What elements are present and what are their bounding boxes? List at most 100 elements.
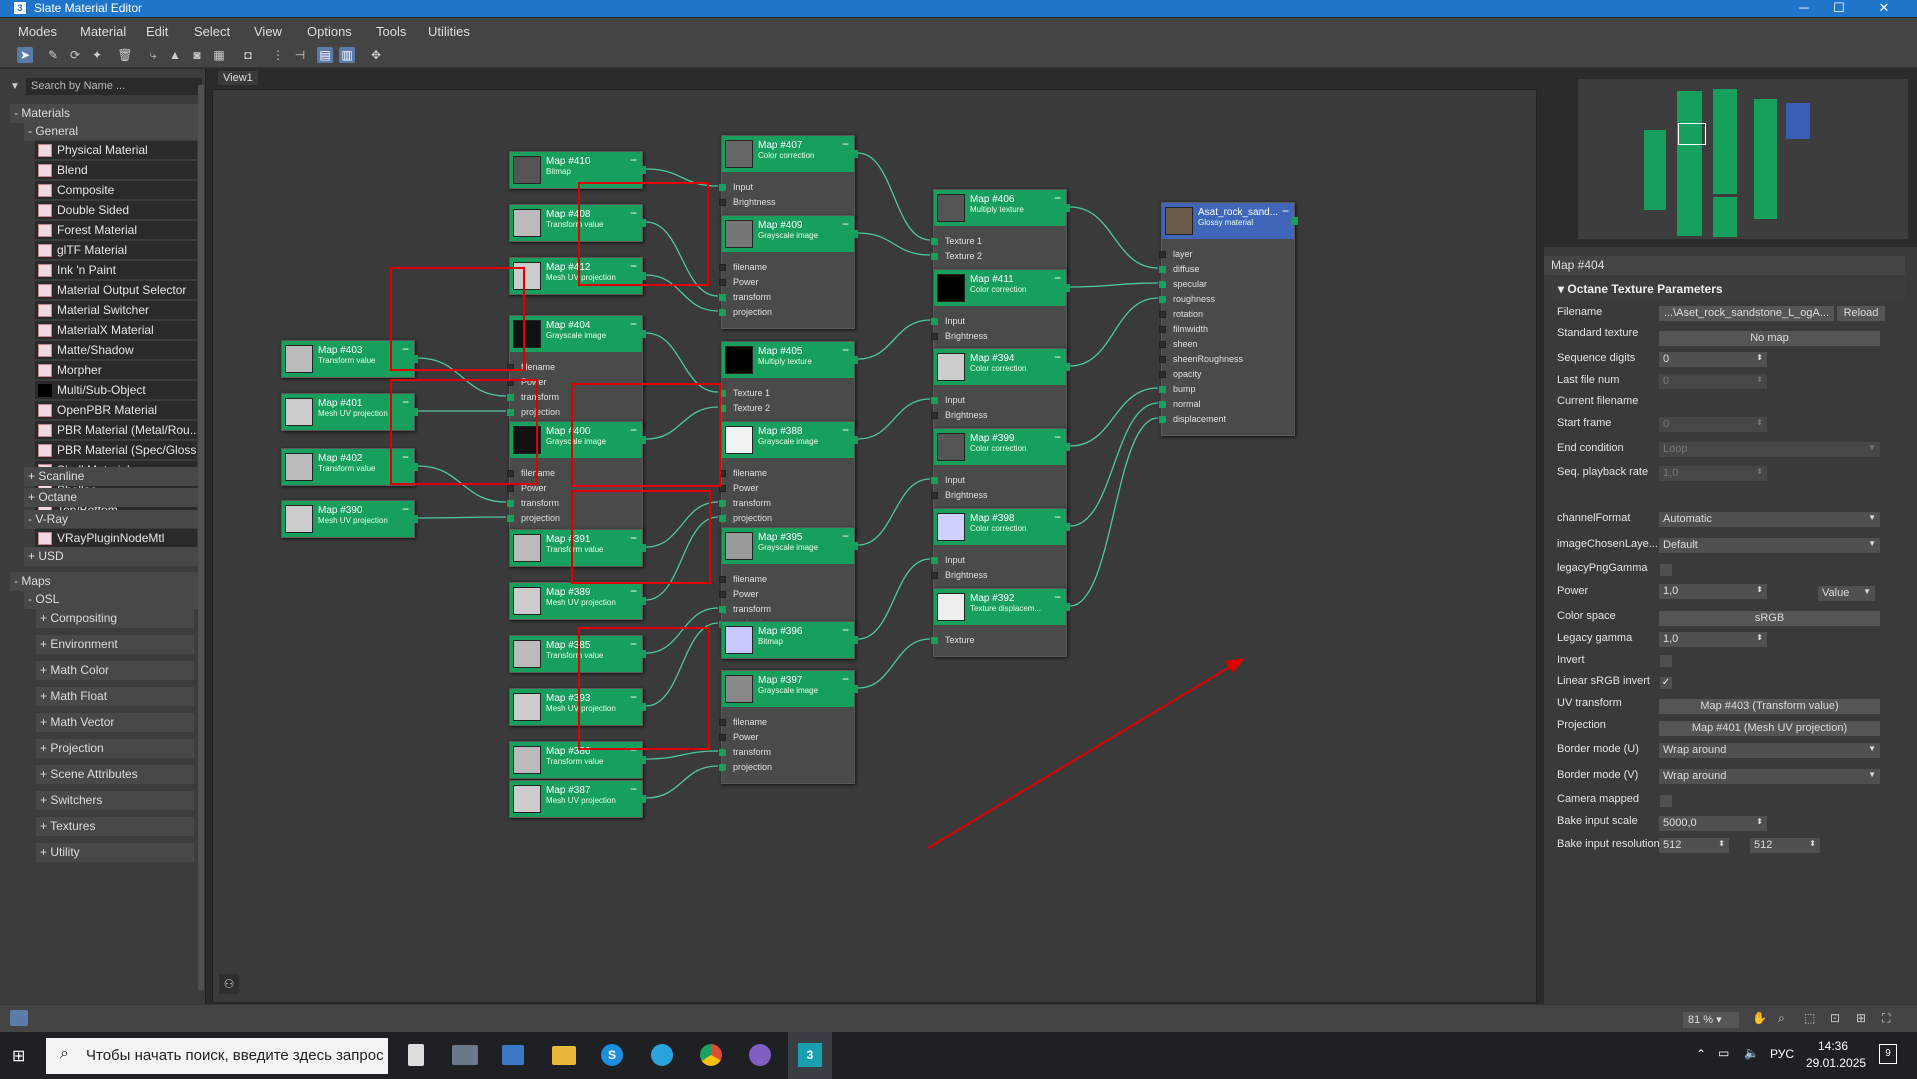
input-port[interactable]: bump bbox=[1159, 382, 1294, 397]
pick-material-icon[interactable]: ✎ bbox=[47, 48, 59, 62]
input-port[interactable]: projection bbox=[719, 305, 854, 320]
collapse-icon[interactable]: − bbox=[629, 782, 637, 796]
input-port[interactable]: Brightness bbox=[931, 329, 1066, 344]
input-port[interactable]: Power bbox=[719, 587, 854, 602]
collapse-icon[interactable]: − bbox=[1053, 191, 1061, 205]
osl-category[interactable]: + Compositing bbox=[36, 609, 194, 628]
port-socket[interactable] bbox=[1159, 341, 1166, 348]
port-socket[interactable] bbox=[931, 253, 938, 260]
input-port[interactable]: Input bbox=[719, 180, 854, 195]
input-port[interactable]: transform bbox=[507, 496, 642, 511]
port-socket[interactable] bbox=[719, 294, 726, 301]
input-port[interactable]: projection bbox=[719, 760, 854, 775]
collapse-icon[interactable]: − bbox=[841, 423, 849, 437]
collapse-icon[interactable]: − bbox=[629, 531, 637, 545]
menu-tools[interactable]: Tools bbox=[376, 24, 407, 39]
collapse-icon[interactable]: − bbox=[841, 137, 849, 151]
camera-mapped-checkbox[interactable] bbox=[1660, 795, 1672, 807]
collapse-icon[interactable]: − bbox=[629, 423, 637, 437]
border-v-select[interactable]: Wrap around▼ bbox=[1659, 769, 1880, 784]
zoom-extents-icon[interactable]: ⊡ bbox=[1830, 1011, 1841, 1025]
zoom-selected-icon[interactable]: ⊞ bbox=[1856, 1011, 1867, 1025]
collapse-icon[interactable]: − bbox=[841, 529, 849, 543]
output-socket[interactable] bbox=[851, 150, 858, 158]
standard-texture-button[interactable]: No map bbox=[1659, 331, 1880, 346]
port-socket[interactable] bbox=[719, 184, 726, 191]
port-socket[interactable] bbox=[507, 409, 514, 416]
input-port[interactable]: Power bbox=[719, 275, 854, 290]
port-socket[interactable] bbox=[1159, 326, 1166, 333]
close-button[interactable]: ✕ bbox=[1878, 0, 1890, 15]
collapse-icon[interactable]: − bbox=[629, 259, 637, 273]
3dsmax-taskbar-button[interactable]: 3 bbox=[788, 1032, 832, 1079]
input-port[interactable]: transform bbox=[719, 745, 854, 760]
collapse-icon[interactable]: − bbox=[629, 743, 637, 757]
output-socket[interactable] bbox=[411, 408, 418, 416]
reload-button[interactable]: Reload bbox=[1837, 306, 1885, 321]
language-indicator[interactable]: РУС bbox=[1770, 1047, 1795, 1061]
material-list-item[interactable]: Ink 'n Paint bbox=[35, 260, 197, 279]
bake-res-x-spinner[interactable]: 512⬍ bbox=[1659, 838, 1729, 853]
viber-icon[interactable] bbox=[749, 1044, 771, 1066]
linear-checkbox[interactable]: ✓ bbox=[1660, 677, 1672, 689]
seq-playback-spinner[interactable]: 1,0⬍ bbox=[1659, 466, 1767, 481]
osl-category[interactable]: + Math Vector bbox=[36, 713, 194, 732]
port-socket[interactable] bbox=[931, 477, 938, 484]
osl-category[interactable]: + Environment bbox=[36, 635, 194, 654]
output-socket[interactable] bbox=[639, 756, 646, 764]
layout-children-icon[interactable]: ⊣ bbox=[294, 48, 306, 62]
network-icon[interactable]: ▭ bbox=[1718, 1046, 1730, 1060]
output-socket[interactable] bbox=[1063, 603, 1070, 611]
port-socket[interactable] bbox=[719, 264, 726, 271]
port-socket[interactable] bbox=[719, 199, 726, 206]
input-port[interactable]: filename bbox=[507, 466, 642, 481]
port-socket[interactable] bbox=[931, 397, 938, 404]
menu-utilities[interactable]: Utilities bbox=[428, 24, 470, 39]
sequence-digits-spinner[interactable]: 0⬍ bbox=[1659, 352, 1767, 367]
filename-button[interactable]: ...\Aset_rock_sandstone_L_ogA... bbox=[1659, 306, 1834, 321]
input-port[interactable]: Texture 2 bbox=[931, 249, 1066, 264]
port-socket[interactable] bbox=[719, 606, 726, 613]
zoom-icon[interactable]: ⌕ bbox=[1778, 1011, 1785, 1025]
input-port[interactable]: displacement bbox=[1159, 412, 1294, 427]
port-socket[interactable] bbox=[719, 764, 726, 771]
port-socket[interactable] bbox=[719, 734, 726, 741]
clock-time[interactable]: 14:36 bbox=[1818, 1039, 1849, 1053]
background-icon[interactable]: ▦ bbox=[213, 48, 225, 62]
input-port[interactable]: opacity bbox=[1159, 367, 1294, 382]
input-port[interactable]: Brightness bbox=[719, 195, 854, 210]
port-socket[interactable] bbox=[1159, 281, 1166, 288]
menu-modes[interactable]: Modes bbox=[18, 24, 58, 39]
legacy-png-checkbox[interactable] bbox=[1660, 564, 1672, 576]
input-port[interactable]: normal bbox=[1159, 397, 1294, 412]
input-port[interactable]: filmwidth bbox=[1159, 322, 1294, 337]
navigator-view[interactable] bbox=[1578, 79, 1908, 239]
port-socket[interactable] bbox=[719, 500, 726, 507]
preview-icon[interactable]: ◘ bbox=[244, 48, 252, 62]
octane-header[interactable]: + Octane bbox=[24, 488, 198, 507]
border-u-select[interactable]: Wrap around▼ bbox=[1659, 743, 1880, 758]
port-socket[interactable] bbox=[1159, 251, 1166, 258]
material-list-item[interactable]: Material Output Selector bbox=[35, 280, 197, 299]
input-port[interactable]: Power bbox=[507, 481, 642, 496]
power-mode-select[interactable]: Value▼ bbox=[1818, 586, 1875, 601]
